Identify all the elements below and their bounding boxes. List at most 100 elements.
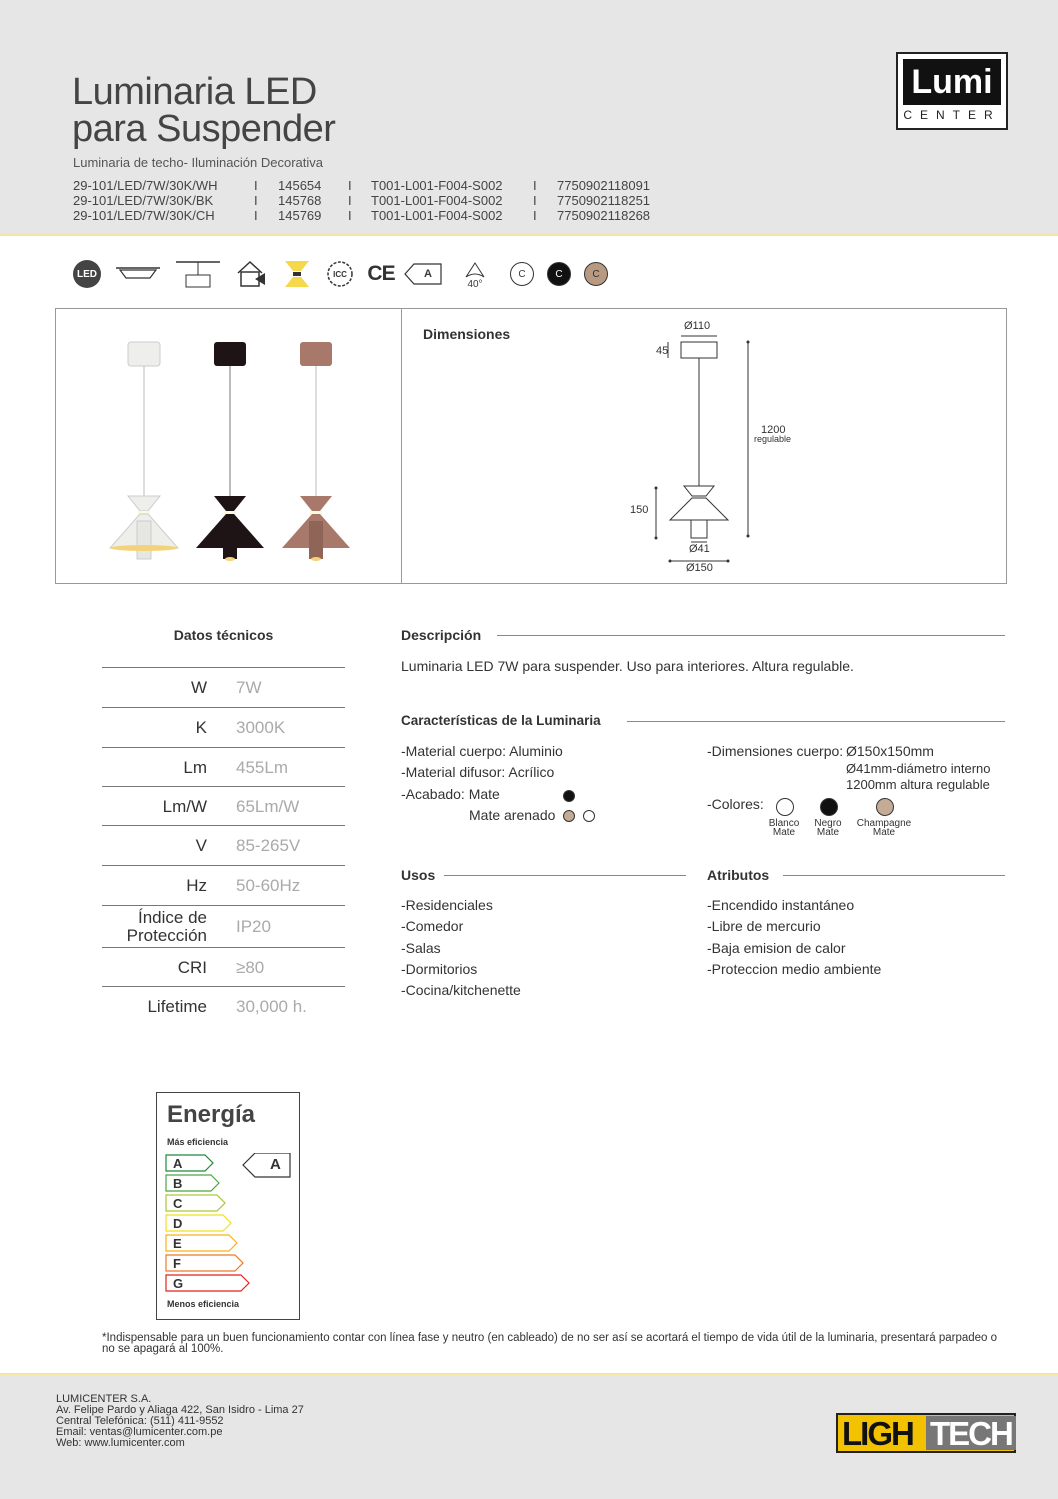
spec-row: Lm/W 65Lm/W <box>102 786 345 826</box>
dimensiones-line: 1200mm altura regulable <box>846 777 990 792</box>
atributos-title: Atributos <box>707 867 770 883</box>
material-cuerpo: -Material cuerpo: Aluminio <box>401 743 563 759</box>
reference-code: T001-L001-F004-S002 <box>371 178 503 193</box>
atributos-rule <box>783 875 1005 876</box>
spec-label: K <box>195 717 207 737</box>
dimension-drawing <box>654 335 750 563</box>
color-champagne-icon: C <box>584 258 608 290</box>
atributo-item: -Encendido instantáneo <box>707 897 855 913</box>
spec-value: ≥80 <box>236 957 265 977</box>
spec-row: Lm 455Lm <box>102 747 345 787</box>
spec-label: V <box>195 835 207 855</box>
usos-title: Usos <box>401 867 436 883</box>
ean-code: 7750902118251 <box>557 193 651 208</box>
ean-code: 7750902118268 <box>557 208 651 223</box>
descripcion-title: Descripción <box>401 627 482 643</box>
color-name: Negro <box>814 818 842 829</box>
footer-address: Av. Felipe Pardo y Aliaga 422, San Isidr… <box>56 1404 304 1416</box>
acabado-arenado-label: Mate arenado <box>469 807 556 823</box>
footer-company: LUMICENTER S.A. <box>56 1393 152 1405</box>
spec-row: V 85-265V <box>102 825 345 865</box>
usos-rule <box>444 875 686 876</box>
item-code: 145654 <box>278 178 322 193</box>
footnote: *Indispensable para un buen funcionamien… <box>102 1332 998 1355</box>
item-code: 145768 <box>278 193 322 208</box>
separator: I <box>254 178 258 193</box>
product-panel <box>55 308 1007 584</box>
separator: I <box>533 178 537 193</box>
color-finish: Mate <box>816 827 840 838</box>
color-swatch-champagne <box>876 798 894 816</box>
uso-item: -Comedor <box>401 918 464 934</box>
pendant-white <box>108 341 180 560</box>
separator: I <box>348 178 352 193</box>
separator: I <box>348 193 352 208</box>
dim-canopy-height: 45 <box>656 345 669 357</box>
color-name: Blanco <box>768 818 800 829</box>
color-swatch-white <box>776 798 794 816</box>
uso-item: -Cocina/kitchenette <box>401 982 521 998</box>
icc-certification-icon: ICC <box>326 258 354 290</box>
ceiling-mount-icon <box>114 258 162 290</box>
reference-code: T001-L001-F004-S002 <box>371 208 503 223</box>
spec-label: Lifetime <box>147 996 207 1016</box>
spec-label: Hz <box>186 875 207 895</box>
spec-value: 30,000 h. <box>236 996 307 1016</box>
model-code: 29-101/LED/7W/30K/BK <box>73 193 214 208</box>
pendant-black <box>196 342 264 561</box>
descripcion-text: Luminaria LED 7W para suspender. Uso par… <box>401 658 854 674</box>
indoor-use-icon <box>235 258 269 290</box>
separator: I <box>254 208 258 223</box>
spec-value: 50-60Hz <box>236 875 301 895</box>
finish-white-dot <box>583 810 595 822</box>
footer-web: Web: www.lumicenter.com <box>56 1437 185 1449</box>
energy-bottom-label: Menos eficiencia <box>167 1299 240 1309</box>
color-black-letter: C <box>547 262 571 286</box>
uso-item: -Dormitorios <box>401 961 478 977</box>
uso-item: -Residenciales <box>401 897 493 913</box>
color-black-icon: C <box>547 258 571 290</box>
beam-angle-label: 40° <box>467 278 483 290</box>
spec-label: W <box>190 677 207 697</box>
led-icon: LED <box>73 258 101 290</box>
suspended-mount-icon <box>174 258 222 290</box>
dimensiones-line: Ø150x150mm <box>846 743 934 759</box>
energy-class-g: G <box>173 1276 184 1291</box>
logo-main-text: Lumi <box>903 59 1001 105</box>
energy-class-c: C <box>173 1196 183 1211</box>
spec-value: 85-265V <box>236 835 301 855</box>
dim-shade-diameter: Ø150 <box>686 562 713 574</box>
dim-length: 1200 <box>761 424 786 436</box>
spec-label: CRI <box>177 957 207 977</box>
energy-top-label: Más eficiencia <box>167 1137 229 1147</box>
datos-tecnicos-title: Datos técnicos <box>173 627 274 643</box>
color-finish: Mate <box>772 827 796 838</box>
footer-email: Email: ventas@lumicenter.com.pe <box>56 1426 223 1438</box>
spec-value: 455Lm <box>236 757 288 777</box>
uso-item: -Salas <box>401 940 441 956</box>
color-caption-white: Blanco Mate <box>760 818 808 838</box>
footer-contact: LUMICENTER S.A. Av. Felipe Pardo y Aliag… <box>56 1394 304 1449</box>
energy-class-b: B <box>173 1176 183 1191</box>
reference-code: T001-L001-F004-S002 <box>371 193 503 208</box>
color-champagne-letter: C <box>584 262 608 286</box>
energy-class-f: F <box>173 1256 181 1271</box>
spec-value: 65Lm/W <box>236 796 300 816</box>
spec-label: Lm <box>183 757 207 777</box>
beam-angle-icon: 40° <box>458 258 492 292</box>
dim-shade-height: 150 <box>630 504 649 516</box>
energy-scale <box>165 1153 291 1292</box>
ce-mark-icon: CE <box>367 262 395 285</box>
color-white-letter: C <box>510 262 534 286</box>
spec-value: 3000K <box>236 717 286 737</box>
dimensiones-line: Ø41mm-diámetro interno <box>846 761 991 776</box>
material-difusor: -Material difusor: Acrílico <box>401 764 555 780</box>
logo-sub-text: CENTER <box>903 108 1001 122</box>
page-subtitle: Luminaria de techo- Iluminación Decorati… <box>73 155 324 170</box>
spec-row: Hz 50-60Hz <box>102 865 345 905</box>
color-white-icon: C <box>510 258 534 290</box>
lightech-logo: LIGH TECH <box>836 1413 1016 1453</box>
dim-length-note: regulable <box>754 434 792 444</box>
item-code: 145769 <box>278 208 322 223</box>
spec-row: K 3000K <box>102 707 345 747</box>
